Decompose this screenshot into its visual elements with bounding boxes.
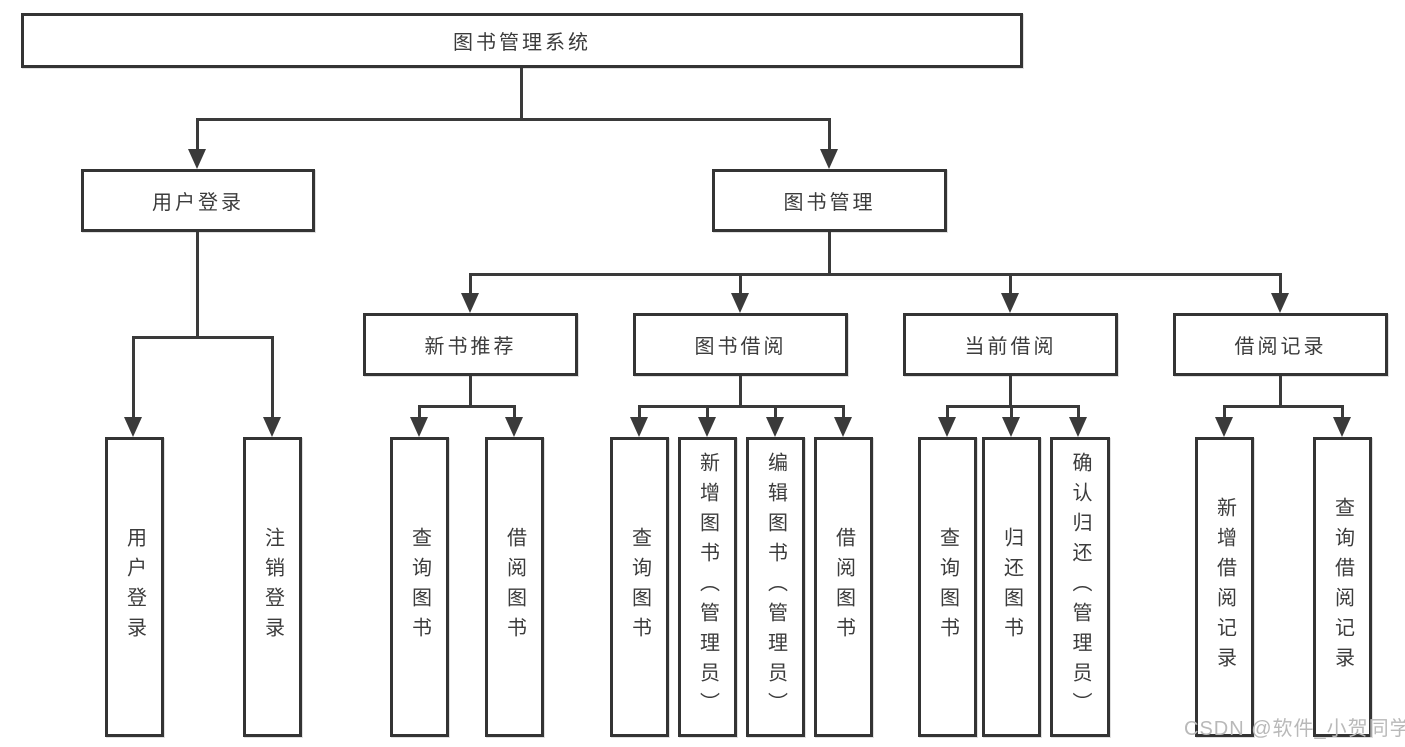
arrowhead-borrow-record bbox=[1271, 293, 1289, 313]
connector-drop-bb1 bbox=[638, 405, 641, 419]
connector-drop-book-mgmt bbox=[828, 118, 831, 153]
leaf-query-books-current: 查询图书 bbox=[918, 437, 977, 737]
arrowhead-br2 bbox=[1333, 417, 1351, 437]
connector-drop-bb3 bbox=[774, 405, 777, 419]
arrowhead-book-borrow bbox=[731, 293, 749, 313]
connector-drop-nb1 bbox=[418, 405, 421, 419]
connector-userlogin-stem bbox=[196, 232, 199, 336]
node-user-login: 用户登录 bbox=[81, 169, 315, 232]
arrowhead-leaf-login bbox=[124, 417, 142, 437]
leaf-add-borrow-record: 新增借阅记录 bbox=[1195, 437, 1254, 737]
arrowhead-cb1 bbox=[938, 417, 956, 437]
arrowhead-nb1 bbox=[410, 417, 428, 437]
connector-newbook-bar bbox=[418, 405, 516, 408]
connector-drop-br1 bbox=[1223, 405, 1226, 419]
arrowhead-leaf-logout bbox=[263, 417, 281, 437]
connector-bookmgmt-bar bbox=[469, 273, 1282, 276]
node-new-book-recommend: 新书推荐 bbox=[363, 313, 578, 376]
arrowhead-bb3 bbox=[766, 417, 784, 437]
connector-drop-bb4 bbox=[842, 405, 845, 419]
leaf-borrow-books: 借阅图书 bbox=[814, 437, 873, 737]
arrowhead-cb2 bbox=[1002, 417, 1020, 437]
connector-drop-br2 bbox=[1341, 405, 1344, 419]
leaf-logout: 注销登录 bbox=[243, 437, 302, 737]
connector-records-bar bbox=[1223, 405, 1343, 408]
connector-borrowing-bar bbox=[638, 405, 845, 408]
connector-userlogin-bar bbox=[132, 336, 274, 339]
connector-records-stem bbox=[1279, 376, 1282, 405]
connector-newbook-stem bbox=[469, 376, 472, 405]
node-root-library-system: 图书管理系统 bbox=[21, 13, 1023, 68]
node-current-borrowing: 当前借阅 bbox=[903, 313, 1118, 376]
arrowhead-cb3 bbox=[1069, 417, 1087, 437]
leaf-return-books: 归还图书 bbox=[982, 437, 1041, 737]
connector-drop-cb2 bbox=[1010, 405, 1013, 419]
arrowhead-bb1 bbox=[630, 417, 648, 437]
connector-drop-user-login bbox=[196, 118, 199, 153]
leaf-user-login: 用户登录 bbox=[105, 437, 164, 737]
arrowhead-br1 bbox=[1215, 417, 1233, 437]
connector-drop-new-book bbox=[469, 273, 472, 295]
connector-drop-nb2 bbox=[513, 405, 516, 419]
arrowhead-new-book bbox=[461, 293, 479, 313]
connector-drop-book-borrow bbox=[739, 273, 742, 295]
leaf-query-books-borrowing: 查询图书 bbox=[610, 437, 669, 737]
connector-drop-leaf-login bbox=[132, 336, 135, 419]
connector-drop-current-borrow bbox=[1009, 273, 1012, 295]
connector-bookmgmt-stem bbox=[828, 232, 831, 273]
leaf-add-books-admin: 新增图书（管理员） bbox=[678, 437, 737, 737]
leaf-edit-books-admin: 编辑图书（管理员） bbox=[746, 437, 805, 737]
leaf-query-borrow-record: 查询借阅记录 bbox=[1313, 437, 1372, 737]
connector-root-stem bbox=[520, 68, 523, 118]
arrowhead-current-borrow bbox=[1001, 293, 1019, 313]
connector-root-bar bbox=[196, 118, 831, 121]
node-book-management: 图书管理 bbox=[712, 169, 947, 232]
connector-drop-cb1 bbox=[946, 405, 949, 419]
node-borrowing-records: 借阅记录 bbox=[1173, 313, 1388, 376]
arrowhead-book-mgmt bbox=[820, 149, 838, 169]
arrowhead-bb4 bbox=[834, 417, 852, 437]
connector-borrowing-stem bbox=[739, 376, 742, 405]
node-book-borrowing: 图书借阅 bbox=[633, 313, 848, 376]
connector-drop-leaf-logout bbox=[271, 336, 274, 419]
arrowhead-nb2 bbox=[505, 417, 523, 437]
connector-drop-bb2 bbox=[706, 405, 709, 419]
leaf-borrow-books-recommend: 借阅图书 bbox=[485, 437, 544, 737]
connector-current-bar bbox=[946, 405, 1080, 408]
connector-drop-borrow-record bbox=[1279, 273, 1282, 295]
arrowhead-user-login bbox=[188, 149, 206, 169]
connector-current-stem bbox=[1009, 376, 1012, 405]
connector-drop-cb3 bbox=[1077, 405, 1080, 419]
arrowhead-bb2 bbox=[698, 417, 716, 437]
csdn-watermark: CSDN @软件_小贺同学 bbox=[1184, 718, 1405, 740]
leaf-confirm-return-admin: 确认归还（管理员） bbox=[1050, 437, 1110, 737]
leaf-query-books-recommend: 查询图书 bbox=[390, 437, 449, 737]
